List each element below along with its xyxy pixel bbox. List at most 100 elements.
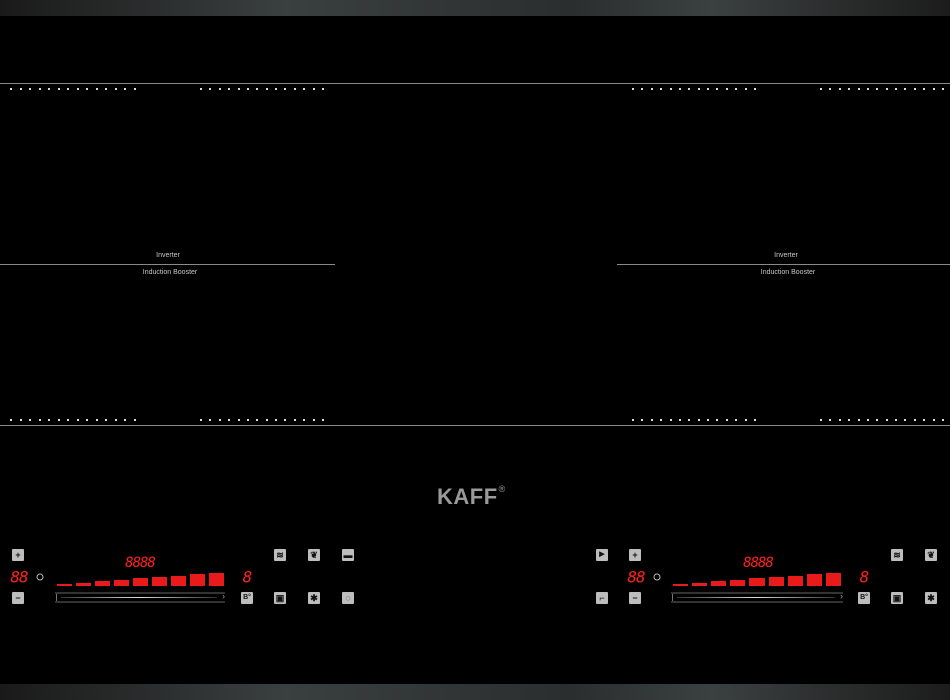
marker-dot bbox=[86, 88, 89, 90]
marker-dot bbox=[876, 419, 879, 421]
fan-icon[interactable]: ✱ bbox=[925, 592, 937, 604]
zone-label-inverter-right: Inverter bbox=[774, 252, 798, 259]
zone-marker-dots bbox=[632, 419, 756, 422]
marker-dot bbox=[876, 88, 879, 90]
zone-label-booster-right: Induction Booster bbox=[760, 269, 816, 276]
minus-button-left[interactable]: − bbox=[12, 592, 24, 604]
power-level-bar bbox=[209, 572, 224, 586]
lock-icon[interactable]: ▣ bbox=[891, 592, 903, 604]
marker-dot bbox=[632, 88, 634, 90]
minus-button-right[interactable]: − bbox=[629, 592, 641, 604]
marker-dot bbox=[76, 419, 79, 421]
marker-dot bbox=[838, 419, 841, 421]
marker-dot bbox=[29, 419, 32, 421]
zone-divider-right bbox=[617, 264, 950, 265]
marker-dot bbox=[246, 88, 249, 90]
marker-dot bbox=[67, 88, 70, 90]
marker-dot bbox=[29, 88, 32, 90]
marker-dot bbox=[237, 88, 240, 90]
power-icon[interactable]: ◌ bbox=[342, 592, 354, 604]
power-level-bar bbox=[190, 574, 205, 586]
marker-dot bbox=[237, 419, 240, 421]
marker-dot bbox=[650, 419, 653, 421]
plus-button-left[interactable]: + bbox=[12, 549, 24, 561]
marker-dot bbox=[753, 419, 756, 421]
pause-icon[interactable]: ▶ bbox=[596, 549, 608, 561]
pan-icon[interactable]: ⌐ bbox=[596, 592, 608, 604]
keep-warm-icon[interactable]: ≋ bbox=[891, 549, 903, 561]
marker-dot bbox=[857, 419, 860, 421]
marker-dot bbox=[744, 88, 747, 90]
boost-button-left[interactable]: B° bbox=[241, 592, 253, 604]
top-frame bbox=[0, 0, 950, 16]
power-slider-right[interactable]: › bbox=[671, 591, 843, 603]
flame-icon[interactable]: ❦ bbox=[308, 549, 320, 561]
marker-dot bbox=[650, 88, 653, 90]
marker-dot bbox=[857, 88, 860, 90]
fan-icon[interactable]: ✱ bbox=[308, 592, 320, 604]
brand-name: KAFF bbox=[437, 484, 498, 509]
marker-dot bbox=[678, 419, 681, 421]
marker-dot bbox=[265, 419, 268, 421]
plus-button-right[interactable]: + bbox=[629, 549, 641, 561]
marker-dot bbox=[200, 88, 202, 90]
marker-dot bbox=[885, 88, 888, 90]
marker-dot bbox=[669, 419, 672, 421]
marker-dot bbox=[228, 88, 231, 90]
marker-dot bbox=[209, 88, 212, 90]
marker-dot bbox=[275, 419, 277, 421]
bottom-frame bbox=[0, 684, 950, 700]
marker-dot bbox=[124, 419, 127, 421]
marker-dot bbox=[265, 88, 268, 90]
marker-dot bbox=[725, 88, 728, 90]
power-level-bar bbox=[730, 579, 746, 586]
marker-dot bbox=[885, 419, 888, 421]
marker-dot bbox=[284, 88, 287, 90]
marker-dot bbox=[48, 88, 51, 90]
marker-dot bbox=[913, 88, 916, 90]
boost-button-right[interactable]: B° bbox=[858, 592, 870, 604]
marker-dot bbox=[838, 88, 841, 90]
marker-dot bbox=[678, 88, 681, 90]
marker-dot bbox=[303, 419, 306, 421]
marker-dot bbox=[923, 88, 926, 90]
timer-icon-left bbox=[36, 573, 44, 581]
power-level-bars-right bbox=[673, 572, 841, 586]
marker-dot bbox=[105, 419, 108, 421]
zone-marker-dots bbox=[10, 419, 136, 422]
power-level-bar bbox=[711, 581, 727, 586]
power-level-bar bbox=[692, 582, 708, 586]
power-level-bar bbox=[76, 582, 91, 586]
marker-dot bbox=[735, 88, 738, 90]
zone-marker-dots bbox=[200, 88, 324, 91]
marker-dot bbox=[932, 88, 935, 90]
lock-icon[interactable]: ▣ bbox=[274, 592, 286, 604]
power-level-bar bbox=[95, 581, 110, 586]
marker-dot bbox=[10, 419, 12, 421]
marker-dot bbox=[848, 419, 851, 421]
marker-dot bbox=[57, 419, 60, 421]
power-level-bars-left bbox=[57, 572, 224, 586]
pot-icon[interactable]: ▬ bbox=[342, 549, 354, 561]
marker-dot bbox=[293, 419, 296, 421]
marker-dot bbox=[321, 419, 324, 421]
flame-icon[interactable]: ❦ bbox=[925, 549, 937, 561]
timer-display-left: 88 bbox=[10, 567, 28, 587]
marker-dot bbox=[124, 88, 127, 90]
zone-marker-dots bbox=[820, 88, 944, 91]
marker-dot bbox=[725, 419, 728, 421]
marker-dot bbox=[744, 419, 747, 421]
zone-marker-dots bbox=[820, 419, 944, 422]
registered-mark: ® bbox=[498, 483, 506, 494]
marker-dot bbox=[820, 419, 822, 421]
marker-dot bbox=[275, 88, 277, 90]
zone-marker-dots bbox=[632, 88, 756, 91]
keep-warm-icon[interactable]: ≋ bbox=[274, 549, 286, 561]
marker-dot bbox=[820, 88, 822, 90]
marker-dot bbox=[114, 419, 117, 421]
power-slider-left[interactable]: › bbox=[55, 591, 225, 603]
marker-dot bbox=[716, 88, 719, 90]
marker-dot bbox=[67, 419, 70, 421]
marker-dot bbox=[753, 88, 756, 90]
power-level-bar bbox=[749, 578, 765, 586]
